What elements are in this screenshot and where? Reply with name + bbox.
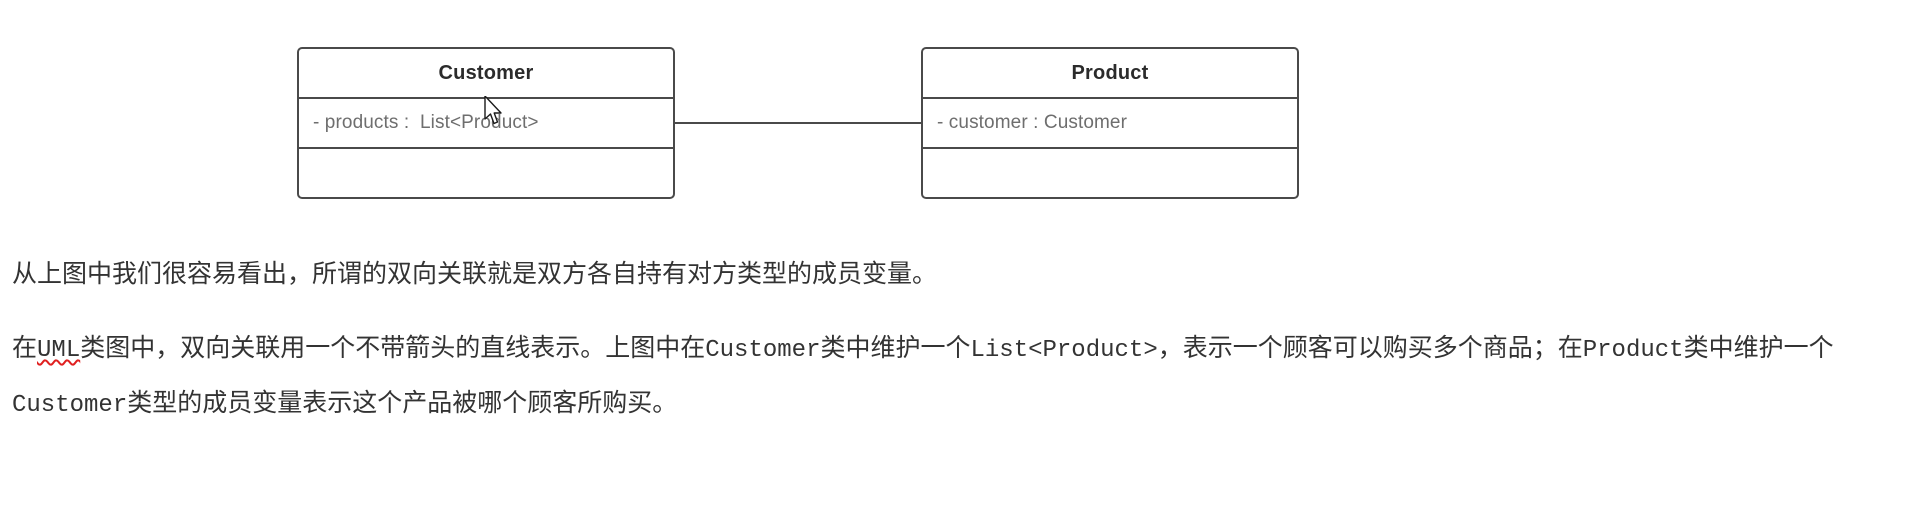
text-fragment: 类中维护一个 (820, 334, 971, 362)
article-body: 从上图中我们很容易看出，所谓的双向关联就是双方各自持有对方类型的成员变量。 在U… (12, 248, 1908, 454)
text-fragment: 类中维护一个 (1683, 334, 1834, 362)
class-name-label: Customer (438, 61, 534, 84)
class-operations-compartment (299, 149, 673, 195)
class-name-compartment: Product (923, 49, 1297, 99)
attribute-customer: - customer : Customer (937, 112, 1128, 133)
class-name-label: Product (1071, 61, 1149, 84)
class-attributes-compartment: - customer : Customer (923, 99, 1297, 149)
text-fragment: 类型的成员变量表示这个产品被哪个顾客所购买。 (127, 389, 678, 417)
class-attributes-compartment: - products : List<Product> (299, 99, 673, 149)
uml-class-customer[interactable]: Customer - products : List<Product> (297, 47, 675, 199)
text-fragment: 在 (12, 334, 38, 362)
attribute-products: - products : List<Product> (313, 112, 539, 133)
code-list-product: List<Product> (970, 337, 1158, 364)
association-line (675, 122, 921, 124)
paragraph-uml-explanation: 在UML类图中，双向关联用一个不带箭头的直线表示。上图中在Customer类中维… (12, 322, 1908, 432)
paragraph-bidirectional-summary: 从上图中我们很容易看出，所谓的双向关联就是双方各自持有对方类型的成员变量。 (12, 260, 938, 288)
code-customer-type: Customer (12, 392, 128, 419)
code-product: Product (1582, 337, 1684, 364)
class-operations-compartment (923, 149, 1297, 195)
class-name-compartment: Customer (299, 49, 673, 99)
term-uml: UML (37, 337, 81, 364)
uml-class-product[interactable]: Product - customer : Customer (921, 47, 1299, 199)
text-fragment: 类图中，双向关联用一个不带箭头的直线表示。上图中在 (80, 334, 706, 362)
code-customer: Customer (705, 337, 821, 364)
text-fragment: ，表示一个顾客可以购买多个商品；在 (1157, 334, 1583, 362)
uml-class-diagram: Customer - products : List<Product> Prod… (0, 0, 1920, 230)
